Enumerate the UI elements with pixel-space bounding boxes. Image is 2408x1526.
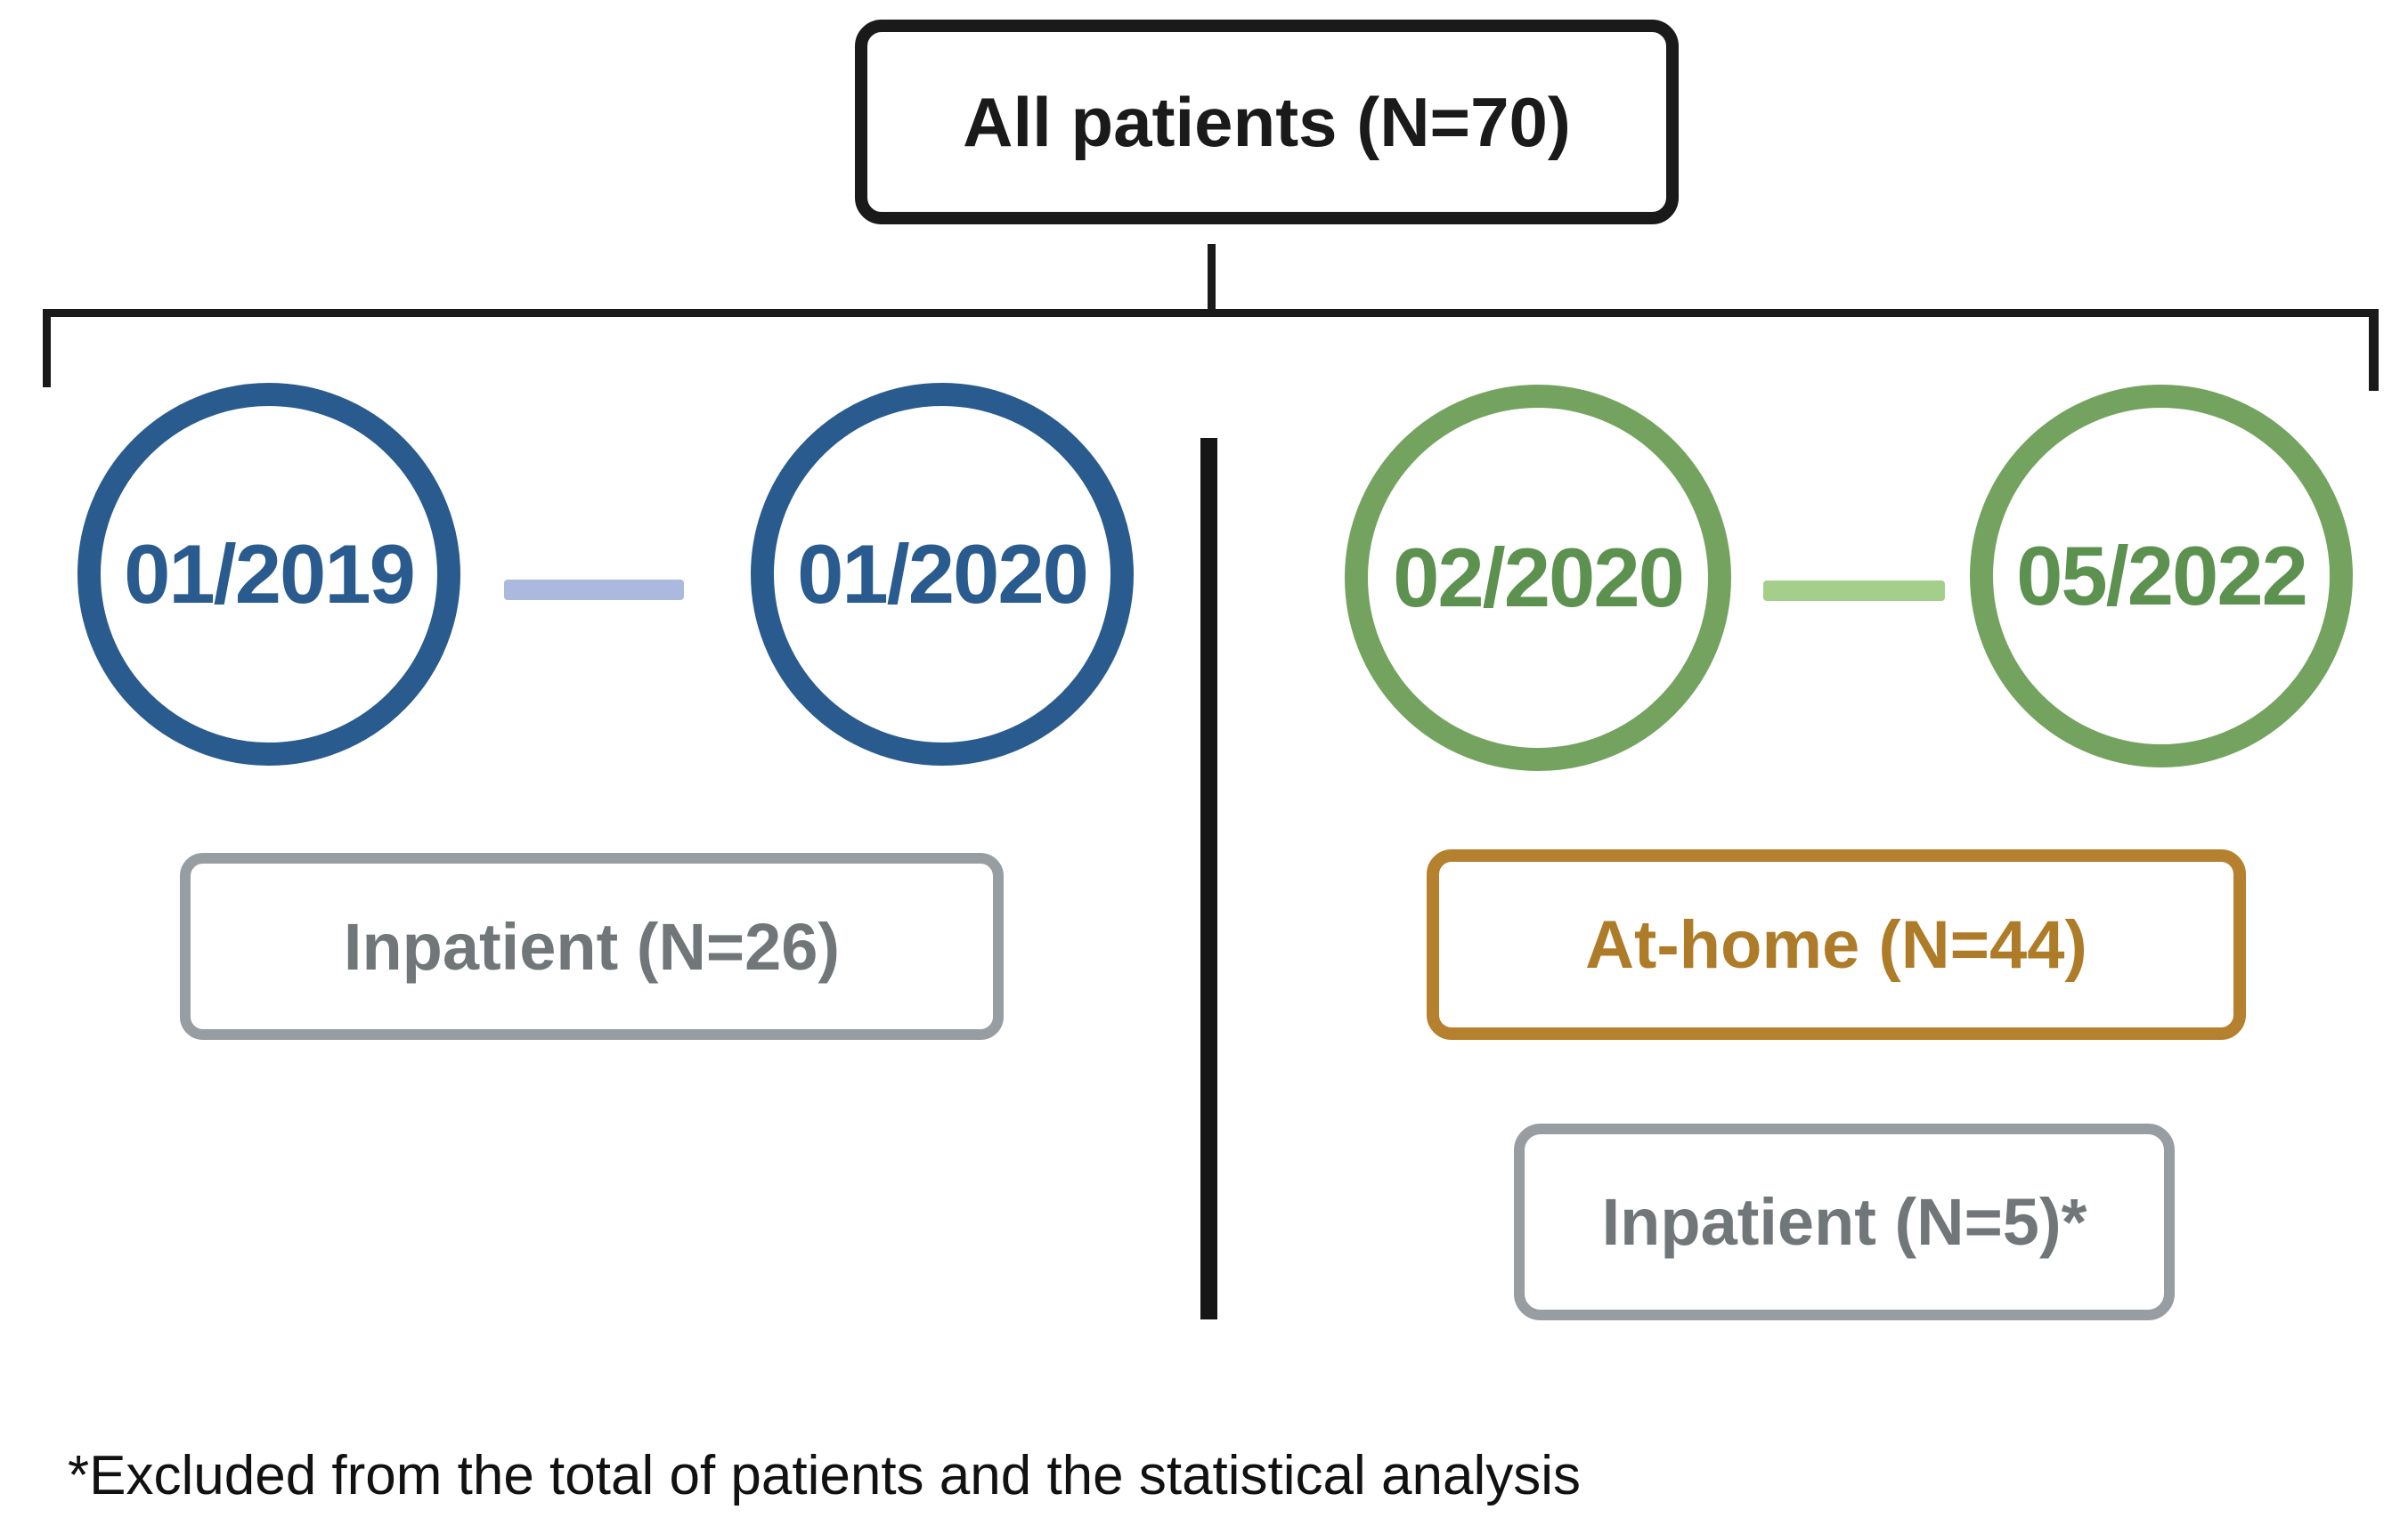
inpatient-count-label: Inpatient (N=26) [343, 909, 841, 984]
all-patients-box: All patients (N=70) [855, 20, 1679, 224]
inpatient-period-connector [504, 580, 684, 600]
athome-end-date-circle: 05/2022 [1970, 385, 2353, 767]
bracket-left-tick [43, 309, 51, 387]
bracket-right-tick [2369, 309, 2379, 391]
inpatient-start-date-circle: 01/2019 [77, 383, 460, 766]
athome-count-label: At-home (N=44) [1585, 906, 2087, 983]
inpatient-start-date-label: 01/2019 [124, 527, 416, 621]
branch-bracket-line [43, 309, 2378, 317]
athome-inpatient-count-label: Inpatient (N=5)* [1601, 1185, 2087, 1259]
all-patients-label: All patients (N=70) [963, 82, 1571, 161]
athome-end-date-label: 05/2022 [2016, 529, 2308, 622]
inpatient-end-date-circle: 01/2020 [751, 383, 1134, 766]
athome-start-date-circle: 02/2020 [1345, 385, 1731, 771]
root-connector-stub [1208, 244, 1216, 313]
inpatient-count-box: Inpatient (N=26) [180, 853, 1004, 1040]
athome-inpatient-count-box: Inpatient (N=5)* [1514, 1124, 2175, 1320]
athome-period-connector [1763, 580, 1945, 601]
inpatient-end-date-label: 01/2020 [797, 527, 1089, 621]
athome-count-box: At-home (N=44) [1427, 849, 2246, 1040]
athome-start-date-label: 02/2020 [1393, 531, 1685, 624]
footnote-text: *Excluded from the total of patients and… [68, 1445, 1582, 1506]
center-divider-line [1200, 438, 1217, 1319]
